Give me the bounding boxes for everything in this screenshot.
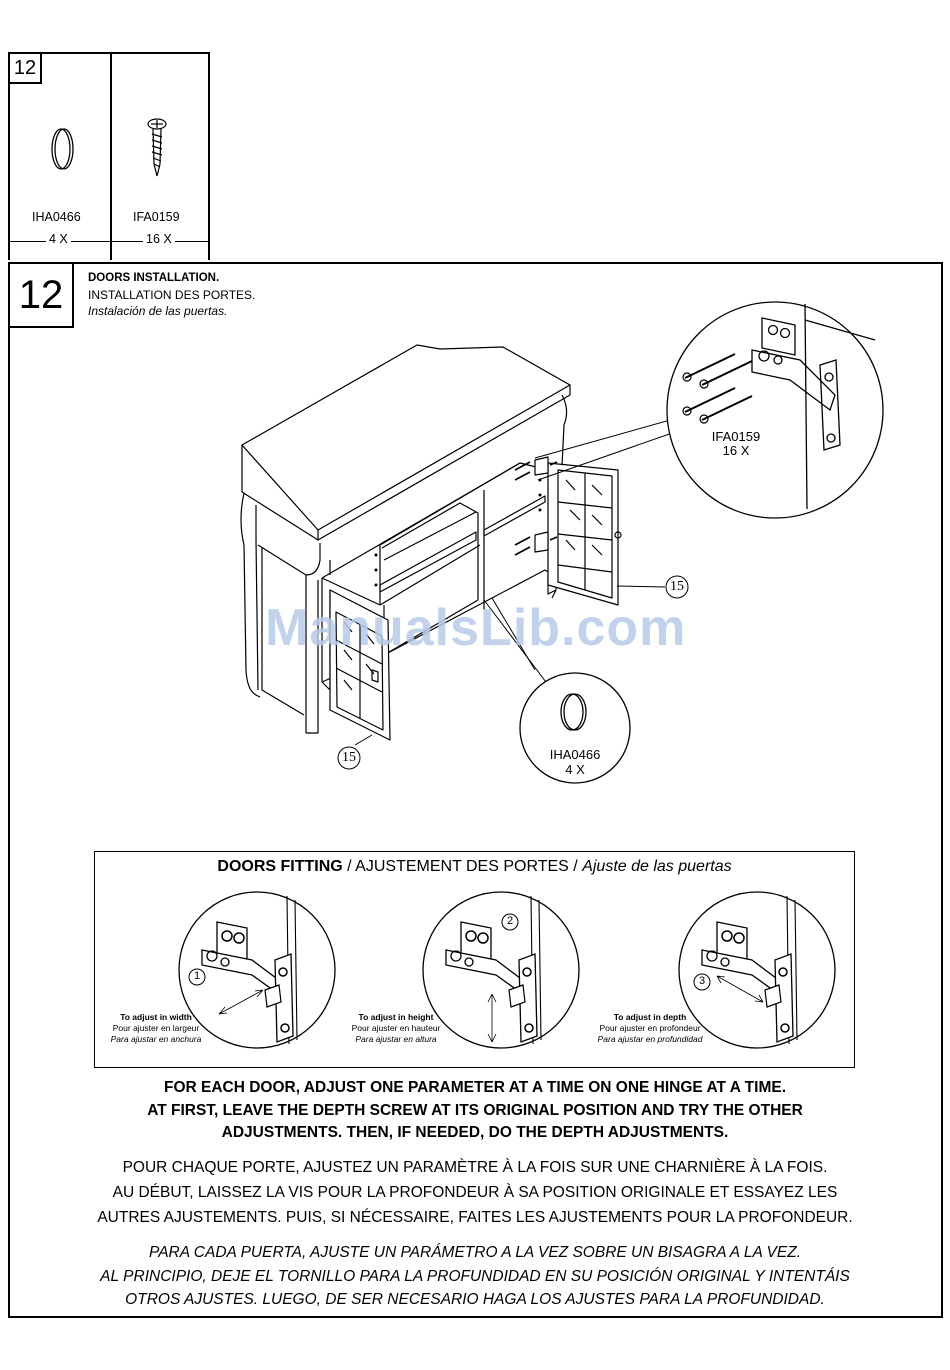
part-code-screw: IFA0159	[133, 210, 180, 224]
adjust-width-text: To adjust in width Pour ajuster en large…	[91, 1012, 221, 1045]
instr-en-line: ADJUSTMENTS. THEN, IF NEEDED, DO THE DEP…	[221, 1124, 729, 1141]
fitting-sep-2: /	[568, 858, 583, 875]
part-qty-cap: 4 X	[46, 232, 71, 246]
doors-fitting-box: DOORS FITTING / AJUSTEMENT DES PORTES / …	[94, 851, 855, 1068]
parts-step-number: 12	[10, 54, 42, 84]
adjust-depth-fr: Pour ajuster en profondeur	[599, 1023, 701, 1033]
door-label-left: 15	[342, 750, 356, 765]
instructions-es: PARA CADA PUERTA, AJUSTE UN PARÁMETRO A …	[30, 1241, 920, 1312]
adjust-height-text: To adjust in height Pour ajuster en haut…	[331, 1012, 461, 1045]
hinge-adjust-diagrams	[178, 891, 836, 1049]
instr-fr-line: AUTRES AJUSTEMENTS. PUIS, SI NÉCESSAIRE,…	[97, 1209, 853, 1226]
cabinet-illustration	[240, 301, 884, 784]
door-number-circles	[337, 575, 689, 770]
adjust-width-fr: Pour ajuster en largeur	[112, 1023, 200, 1033]
fitting-sep-1: /	[342, 858, 356, 875]
instr-es-line: OTROS AJUSTES. LUEGO, DE SER NECESARIO H…	[125, 1291, 825, 1308]
callout-screw-code: IFA0159	[711, 429, 761, 444]
fitting-title: DOORS FITTING / AJUSTEMENT DES PORTES / …	[95, 858, 854, 876]
callout-screw-qty: 16 X	[722, 443, 750, 458]
panel-number-2: 2	[506, 915, 514, 927]
hinge-detail-callout	[666, 301, 884, 519]
heading-es: Instalación de las puertas.	[88, 304, 228, 318]
instr-en-line: FOR EACH DOOR, ADJUST ONE PARAMETER AT A…	[163, 1079, 786, 1096]
screw-icon	[147, 118, 167, 177]
fitting-title-fr: AJUSTEMENT DES PORTES	[355, 858, 569, 875]
heading-fr: INSTALLATION DES PORTES.	[88, 288, 256, 302]
adjust-height-en: To adjust in height	[358, 1012, 434, 1022]
instr-es-line: PARA CADA PUERTA, AJUSTE UN PARÁMETRO A …	[149, 1244, 801, 1261]
callout-cap-code: IHA0466	[549, 747, 601, 762]
instr-fr-line: POUR CHAQUE PORTE, AJUSTEZ UN PARAMÈTRE …	[122, 1159, 828, 1176]
door-label-right: 15	[670, 579, 684, 594]
part-code-cap: IHA0466	[32, 210, 81, 224]
part-qty-screw: 16 X	[143, 232, 175, 246]
parts-box: 12 IHA0466 IFA0159 4 X 16 X	[8, 52, 210, 260]
parts-divider	[110, 54, 112, 260]
adjust-depth-en: To adjust in depth	[613, 1012, 687, 1022]
adjust-width-en: To adjust in width	[120, 1012, 192, 1022]
parts-icons	[51, 118, 167, 177]
adjust-height-es: Para ajustar en altura	[355, 1034, 437, 1044]
instructions-en: FOR EACH DOOR, ADJUST ONE PARAMETER AT A…	[30, 1077, 920, 1145]
adjust-width-es: Para ajustar en anchura	[110, 1034, 202, 1044]
panel-number-1: 1	[193, 970, 201, 982]
callout-cap-qty: 4 X	[565, 762, 585, 777]
instr-fr-line: AU DÉBUT, LAISSEZ LA VIS POUR LA PROFOND…	[112, 1184, 838, 1201]
adjust-depth-text: To adjust in depth Pour ajuster en profo…	[585, 1012, 715, 1045]
instr-es-line: AL PRINCIPIO, DEJE EL TORNILLO PARA LA P…	[100, 1267, 850, 1285]
instructions-fr: POUR CHAQUE PORTE, AJUSTEZ UN PARAMÈTRE …	[30, 1155, 920, 1230]
cap-detail-callout	[519, 672, 631, 784]
adjust-height-fr: Pour ajuster en hauteur	[351, 1023, 441, 1033]
instr-en-line: AT FIRST, LEAVE THE DEPTH SCREW AT ITS O…	[147, 1101, 803, 1119]
watermark: ManualsLib.com	[265, 599, 687, 657]
step-box: 12 DOORS INSTALLATION. INSTALLATION DES …	[8, 262, 943, 1318]
heading-en: DOORS INSTALLATION.	[88, 272, 220, 284]
panel-number-3: 3	[698, 975, 706, 987]
qty-line	[10, 241, 208, 242]
fitting-title-es: Ajuste de las puertas	[582, 858, 732, 875]
cap-icon	[51, 128, 74, 170]
adjust-depth-es: Para ajustar en profundidad	[597, 1034, 703, 1044]
step-number: 12	[10, 264, 74, 328]
fitting-title-en: DOORS FITTING	[217, 858, 343, 875]
